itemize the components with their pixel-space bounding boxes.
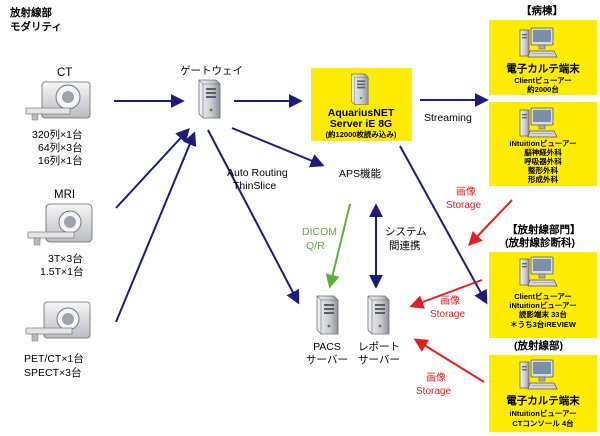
pet-scanner-icon bbox=[25, 301, 91, 342]
pet-spec: SPECT×3台 bbox=[24, 366, 81, 379]
thinslice-label: ThinSlice bbox=[233, 180, 276, 192]
storage-diag-arrow bbox=[409, 279, 483, 309]
image-label: 画像 bbox=[426, 372, 446, 384]
gateway-to-pacs-arrow bbox=[207, 129, 300, 305]
aquarius-title: AquariusNET bbox=[328, 107, 395, 119]
report-sublabel: サーバー bbox=[358, 354, 400, 366]
gateway-server-icon bbox=[198, 79, 221, 119]
dicom-qr-arrow bbox=[325, 203, 351, 289]
pc-icon bbox=[519, 256, 558, 287]
report-label: レポート bbox=[358, 341, 400, 353]
pc-icon bbox=[519, 359, 558, 390]
ct-spec: 320列×1台 bbox=[32, 128, 83, 141]
pc-icon bbox=[519, 107, 558, 138]
ct-spec: 16列×1台 bbox=[38, 154, 83, 167]
pet-spec: PET/CT×1台 bbox=[24, 352, 84, 365]
link-label: 間連携 bbox=[389, 239, 421, 252]
header-line2: モダリティ bbox=[10, 20, 62, 33]
storage-ward-arrow bbox=[468, 199, 513, 247]
ct-spec: 64列×3台 bbox=[38, 141, 83, 154]
ward-ekarte-line: Clientビューアー bbox=[514, 75, 572, 85]
ward-intuition-line: 整形外科 bbox=[528, 165, 558, 175]
report-server-icon bbox=[367, 295, 390, 335]
image-label: 画像 bbox=[456, 186, 476, 198]
aquarius-to-diag-arrow bbox=[399, 145, 488, 305]
ward-heading: 【病棟】 bbox=[521, 4, 563, 17]
ct-scanner-icon bbox=[25, 81, 91, 121]
storage-label: Storage bbox=[446, 200, 481, 211]
pc-icon bbox=[519, 27, 558, 58]
mri-label: MRI bbox=[54, 189, 75, 201]
gateway-label: ゲートウェイ bbox=[180, 65, 243, 77]
gateway-to-aps-arrow bbox=[231, 127, 325, 168]
pacs-server-icon bbox=[316, 295, 339, 335]
storage-radio-arrow bbox=[413, 338, 485, 383]
qr-label: Q/R bbox=[306, 240, 325, 252]
mri-to-gateway-arrow bbox=[115, 127, 190, 209]
storage-label: Storage bbox=[416, 386, 451, 397]
diag-client-line: Clientビューアー bbox=[514, 291, 572, 301]
mri-spec: 3T×3台 bbox=[48, 252, 83, 265]
radio-client-line: CTコンソール 4台 bbox=[512, 418, 574, 428]
ward-ekarte-line: 約2000台 bbox=[527, 84, 559, 94]
ward-intuition-line: iNtuitionビューアー bbox=[509, 138, 576, 148]
aquarius-subtitle: Server iE 8G bbox=[330, 118, 392, 130]
radiology-dept-heading: 【放射線部門】 bbox=[507, 223, 581, 236]
ct-label: CT bbox=[57, 67, 72, 79]
aquarius-note: (約12000枚読み込み) bbox=[326, 129, 397, 139]
mri-scanner-icon bbox=[27, 203, 93, 246]
header-line1: 放射線部 bbox=[9, 6, 52, 19]
streaming-label: Streaming bbox=[424, 112, 472, 124]
dicom-label: DICOM bbox=[302, 226, 337, 238]
radio-client-title: 電子カルテ端末 bbox=[506, 394, 580, 407]
ward-intuition-line: 形成外科 bbox=[528, 174, 558, 184]
storage-label: Storage bbox=[430, 309, 465, 320]
ward-ekarte-title: 電子カルテ端末 bbox=[506, 62, 580, 75]
pacs-label: PACS bbox=[313, 341, 341, 353]
pet-to-gateway-arrow bbox=[115, 131, 197, 323]
auto-routing-label: Auto Routing bbox=[227, 167, 288, 179]
image-label: 画像 bbox=[440, 295, 460, 307]
aps-label: APS機能 bbox=[339, 167, 382, 180]
mri-spec: 1.5T×1台 bbox=[40, 265, 83, 278]
radiology-diag-heading: (放射線診断科) bbox=[505, 236, 575, 249]
ward-intuition-line: 呼吸器外科 bbox=[524, 156, 562, 166]
radiology-heading: (放射線部) bbox=[514, 339, 563, 352]
system-label: システム bbox=[385, 226, 427, 238]
diag-client-line: ＊うち3台iREVIEW bbox=[510, 319, 577, 329]
ward-intuition-line: 脳神経外科 bbox=[523, 147, 562, 157]
diag-client-line: 読影端末 33台 bbox=[519, 309, 567, 319]
diag-client-line: iNtuitionビューアー bbox=[509, 300, 576, 310]
radio-client-line: iNtuitionビューアー bbox=[509, 408, 576, 418]
pacs-sublabel: サーバー bbox=[306, 354, 348, 366]
aquarius-server-icon bbox=[350, 73, 369, 105]
